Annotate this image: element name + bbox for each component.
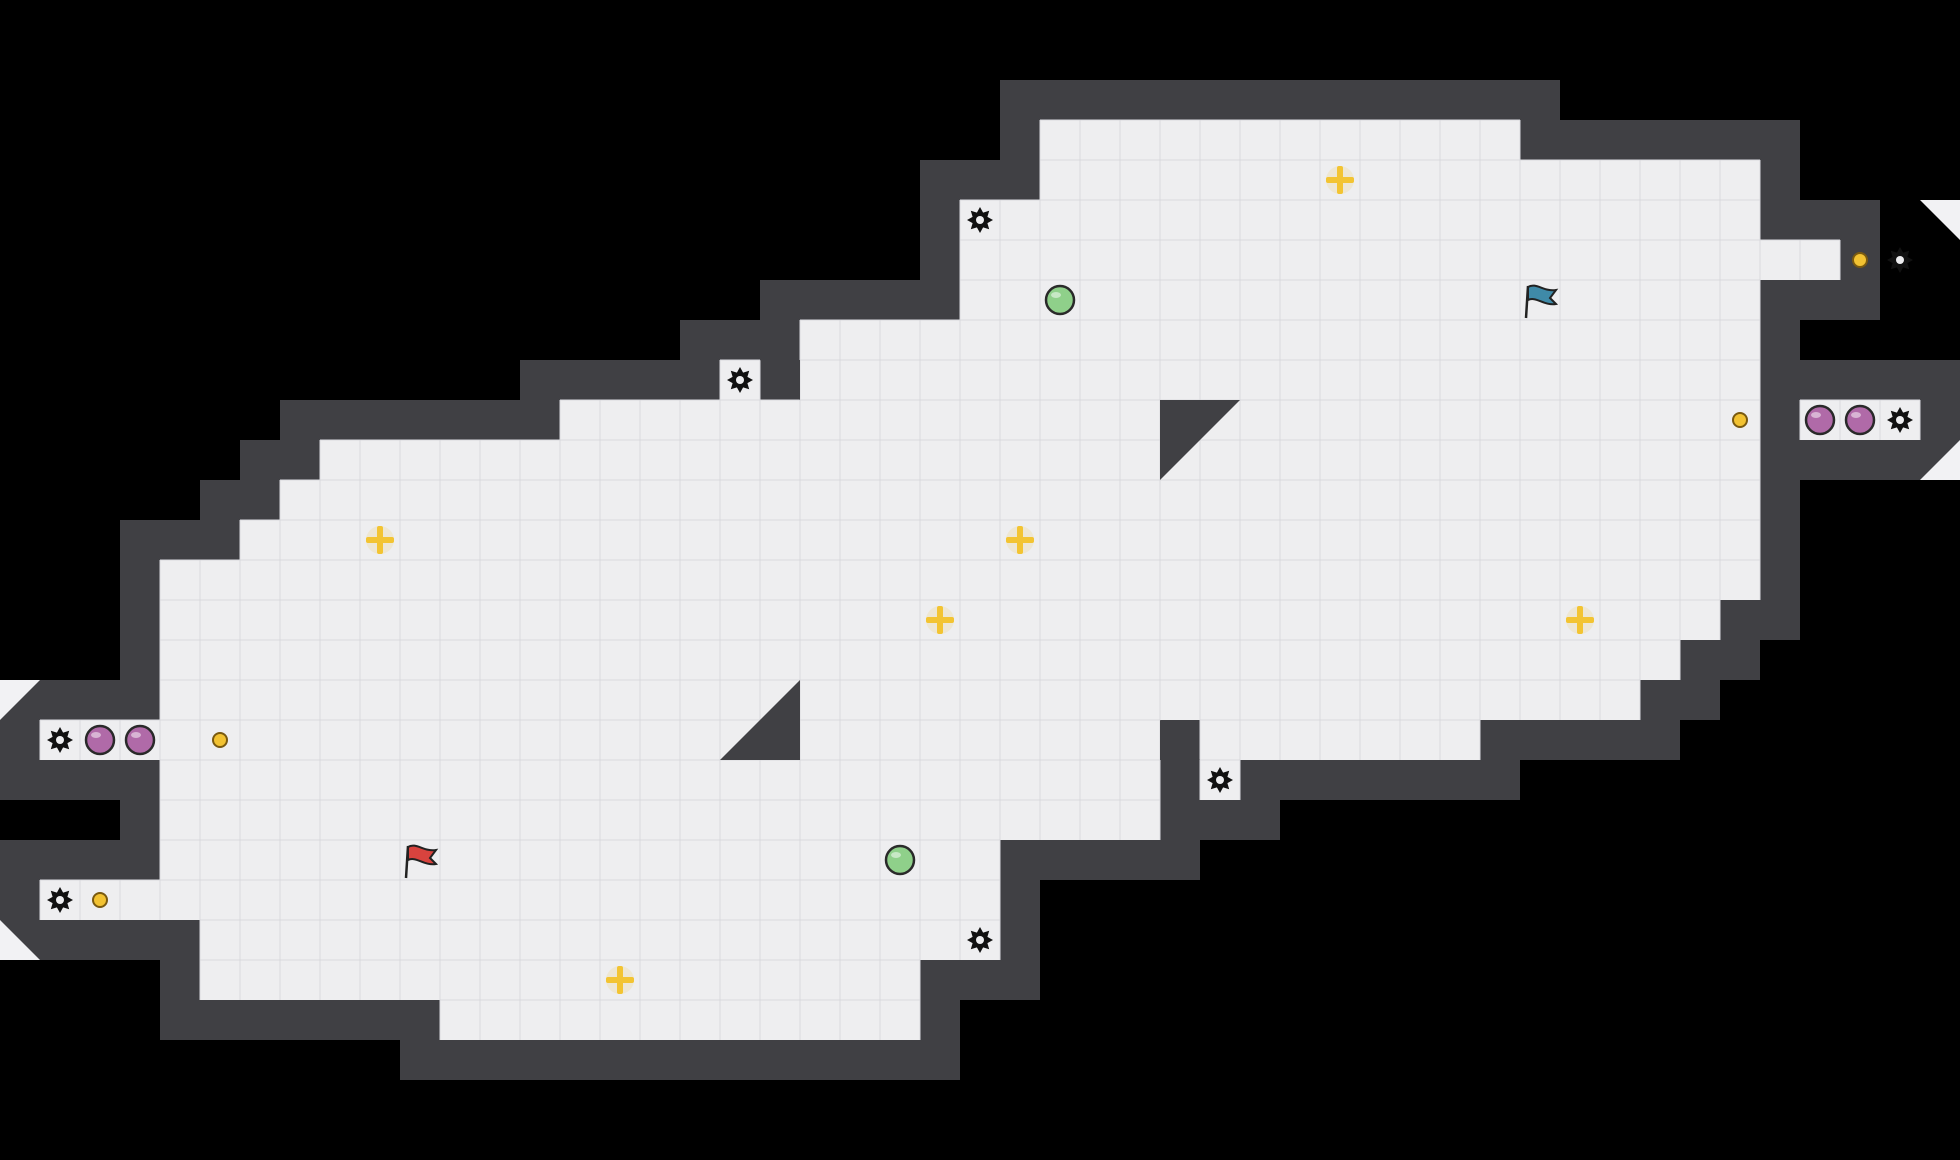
floor-strip [160,800,1160,840]
coin-icon [1732,412,1748,428]
purple-orb [1804,404,1836,436]
floor-strip [280,480,1760,520]
green-orb-body [884,844,916,876]
green-orb [1044,284,1076,316]
crosshair-icon [1006,526,1034,554]
slope-block [760,360,800,400]
saw-icon [1207,767,1233,793]
slope-blocks [720,360,1240,760]
slope-block [1160,720,1200,760]
entity-layer [47,166,1913,994]
purple-orb [124,724,156,756]
purple-orb-body [124,724,156,756]
floor-grid [39,119,1921,1040]
coin-icon [1852,252,1868,268]
green-orb-shine [1051,292,1061,298]
floor-strip [160,680,1640,720]
saw-hub [736,376,744,384]
crosshair-bar-v [1577,606,1583,634]
crosshair-bar-v [617,966,623,994]
saw-hub [1896,256,1904,264]
purple-orb-shine [131,732,141,738]
crosshair-bar-v [937,606,943,634]
blue-flag-icon [1524,284,1559,319]
floor-strip [160,840,1000,880]
saw-hub [56,736,64,744]
edge-corner [1920,200,1960,240]
saw-icon [967,207,993,233]
saw-icon [47,727,73,753]
purple-orb-shine [1811,412,1821,418]
edge-corner [0,920,40,960]
purple-orb-shine [91,732,101,738]
red-flag-cloth [407,844,439,866]
green-orb-shine [891,852,901,858]
coin-icon [212,732,228,748]
purple-orb-shine [1851,412,1861,418]
slope-block [720,680,800,760]
floor-strip [1200,720,1480,760]
slope-block [1160,400,1240,480]
red-flag-icon [404,844,439,879]
purple-orb-body [1844,404,1876,436]
saw-hub [1216,776,1224,784]
saw-icon [1887,407,1913,433]
saw-hub [976,216,984,224]
saw-hub [976,936,984,944]
saw-icon [47,887,73,913]
crosshair-bar-v [377,526,383,554]
purple-orb [1844,404,1876,436]
green-orb-body [1044,284,1076,316]
blue-flag-cloth [1527,284,1559,306]
purple-orb-body [1804,404,1836,436]
saw-icon [967,927,993,953]
purple-orb [84,724,116,756]
crosshair-bar-v [1017,526,1023,554]
crosshair-bar-v [1337,166,1343,194]
crosshair-icon [926,606,954,634]
green-orb [884,844,916,876]
saw-icon [1887,247,1913,273]
crosshair-icon [366,526,394,554]
saw-hub [1896,416,1904,424]
saw-icon [727,367,753,393]
purple-orb-body [84,724,116,756]
coin-icon [92,892,108,908]
crosshair-icon [1566,606,1594,634]
edge-corner [1920,440,1960,480]
saw-hub [56,896,64,904]
crosshair-icon [606,966,634,994]
crosshair-icon [1326,166,1354,194]
floor-strip [160,760,1160,800]
edge-corner [0,680,40,720]
